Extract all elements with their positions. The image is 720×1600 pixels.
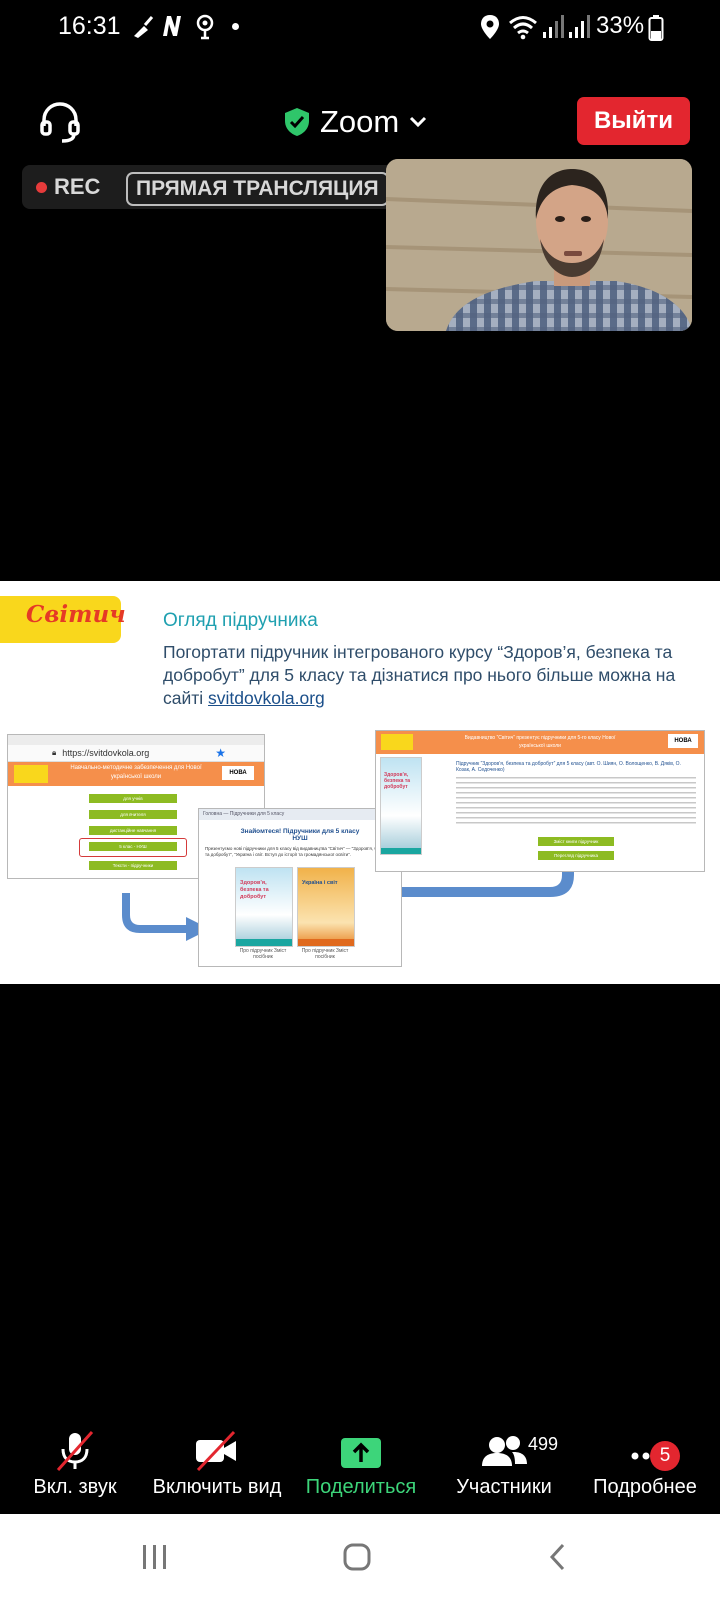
start-video-button[interactable]: Включить вид [146, 1430, 288, 1499]
participants-button[interactable]: Участники [446, 1430, 562, 1499]
textbook-cover-stripe [236, 939, 292, 946]
slide-body: Погортати підручник інтегрованого курсу … [163, 641, 703, 710]
location-icon [481, 15, 499, 39]
flow-arrow-icon [382, 853, 582, 897]
unmute-label: Вкл. звук [33, 1476, 117, 1498]
clock: 16:31 [58, 12, 121, 40]
more-dots-icon [631, 1452, 650, 1460]
participants-icon [482, 1436, 527, 1466]
participants-label: Участники [456, 1476, 552, 1498]
shield-check-icon [285, 108, 309, 136]
share-label: Поделиться [305, 1476, 417, 1498]
textbook-caption: Про підручник Зміст посібник [239, 948, 287, 960]
share-screen-icon [341, 1438, 381, 1468]
notification-badge: 5 [650, 1441, 680, 1471]
site-menu-button: для учнів [89, 794, 177, 803]
site-banner-text: Видавництво “Світич” презентує підручник… [464, 735, 616, 749]
unmute-button[interactable]: Вкл. звук [20, 1430, 130, 1499]
bookmark-star-icon: ★ [215, 746, 226, 760]
mic-muted-icon [56, 1430, 94, 1472]
flow-arrow-icon [122, 893, 210, 941]
slide-link: svitdovkola.org [208, 688, 325, 708]
website-screenshot-textbook-page: Видавництво “Світич” презентує підручник… [375, 730, 705, 872]
start-video-label: Включить вид [152, 1476, 282, 1498]
browser-addressbar: 🔒︎ https://svitdovkola.org ★ [8, 745, 264, 762]
share-button[interactable]: Поделиться [296, 1430, 426, 1499]
live-stream-badge: ПРЯМАЯ ТРАНСЛЯЦИЯ [126, 172, 389, 206]
site-heading: Знайомтеся! Підручники для 5 класу НУШ [240, 828, 360, 842]
more-button[interactable]: Подробнее [586, 1430, 704, 1499]
recent-apps-icon[interactable] [140, 1543, 170, 1571]
publisher-logo [0, 596, 121, 643]
cleaning-icon [134, 16, 154, 38]
site-banner: Навчально-методичне забезпечення для Нов… [8, 762, 264, 786]
signal-icon [543, 15, 564, 38]
meeting-title: Zoom [320, 104, 400, 139]
textbook-cover-stripe [381, 848, 421, 854]
video-off-icon [196, 1430, 236, 1472]
participant-video-frame [386, 159, 692, 331]
nova-logo: НОВА [222, 766, 254, 780]
participants-count: 499 [528, 1434, 559, 1454]
site-banner-text: Навчально-методичне забезпечення для Нов… [70, 765, 202, 780]
site-heading: Підручник “Здоров’я, безпека та добробут… [456, 761, 681, 773]
dot-icon [232, 23, 239, 30]
site-banner: Видавництво “Світич” презентує підручник… [376, 731, 704, 754]
site-menu: для учнів для вчителя дистанційне навчан… [8, 786, 264, 876]
website-screenshot-textbooks: Головна — Підручники для 5 класу Знайомт… [198, 808, 402, 967]
publisher-logo-text: Світич [26, 601, 126, 628]
chevron-down-icon [410, 116, 427, 128]
wifi-icon [509, 16, 537, 40]
more-label: Подробнее [593, 1476, 697, 1498]
site-paragraph: Презентуємо нові підручники для 5 класу … [205, 846, 391, 857]
recording-dot-icon [36, 182, 47, 193]
podcast-icon [196, 14, 214, 40]
site-menu-button: 5 клас - НУШ [89, 842, 177, 851]
site-menu-button: дистанційне навчання [89, 826, 177, 835]
site-breadcrumb: Головна — Підручники для 5 класу [199, 809, 401, 820]
home-icon[interactable] [342, 1542, 372, 1572]
site-menu-button: Тексти - підручники [89, 861, 177, 870]
back-icon[interactable] [548, 1543, 568, 1571]
battery-icon [648, 15, 664, 41]
slide-body-text: Погортати підручник інтегрованого курсу … [163, 642, 676, 708]
browser-url: https://svitdovkola.org [62, 748, 150, 758]
rec-label: REC [54, 174, 101, 199]
textbook-caption: Про підручник Зміст посібник [301, 948, 349, 960]
participant-video-thumbnail[interactable] [386, 159, 692, 331]
slide-title: Огляд підручника [163, 610, 318, 631]
site-logo-thumb [14, 765, 48, 783]
textbook-cover-title: Здоров’я, безпека та добробут [384, 772, 411, 790]
browser-tabbar [8, 735, 264, 745]
textbook-cover-title: Здоров’я, безпека та добробут [240, 880, 269, 900]
site-green-button: Перегляд підручника [538, 851, 614, 860]
textbook-cover-thumb: Україна і світ [297, 867, 355, 947]
textbook-cover-thumb: Здоров’я, безпека та добробут [235, 867, 293, 947]
shared-screen-slide[interactable]: Світич Огляд підручника Погортати підруч… [0, 581, 720, 984]
n-icon [163, 16, 181, 36]
highlight-box [79, 838, 187, 857]
headset-icon[interactable] [38, 100, 82, 144]
system-nav-bar [0, 1514, 720, 1600]
battery-percent: 33% [596, 12, 645, 39]
textbook-cover-stripe [298, 939, 354, 946]
textbook-cover-thumb: Здоров’я, безпека та добробут [380, 757, 422, 855]
textbook-cover-title: Україна і світ [302, 880, 338, 886]
meeting-title-menu[interactable]: Zoom [284, 100, 427, 144]
site-text-lines [456, 777, 696, 825]
site-green-button: Зміст книги підручник [538, 837, 614, 846]
nova-logo: НОВА [668, 734, 698, 748]
site-menu-button: для вчителя [89, 810, 177, 819]
signal-icon [569, 15, 590, 38]
leave-button[interactable]: Выйти [577, 97, 690, 145]
lock-icon: 🔒︎ [52, 748, 57, 757]
site-logo-thumb [381, 734, 413, 750]
